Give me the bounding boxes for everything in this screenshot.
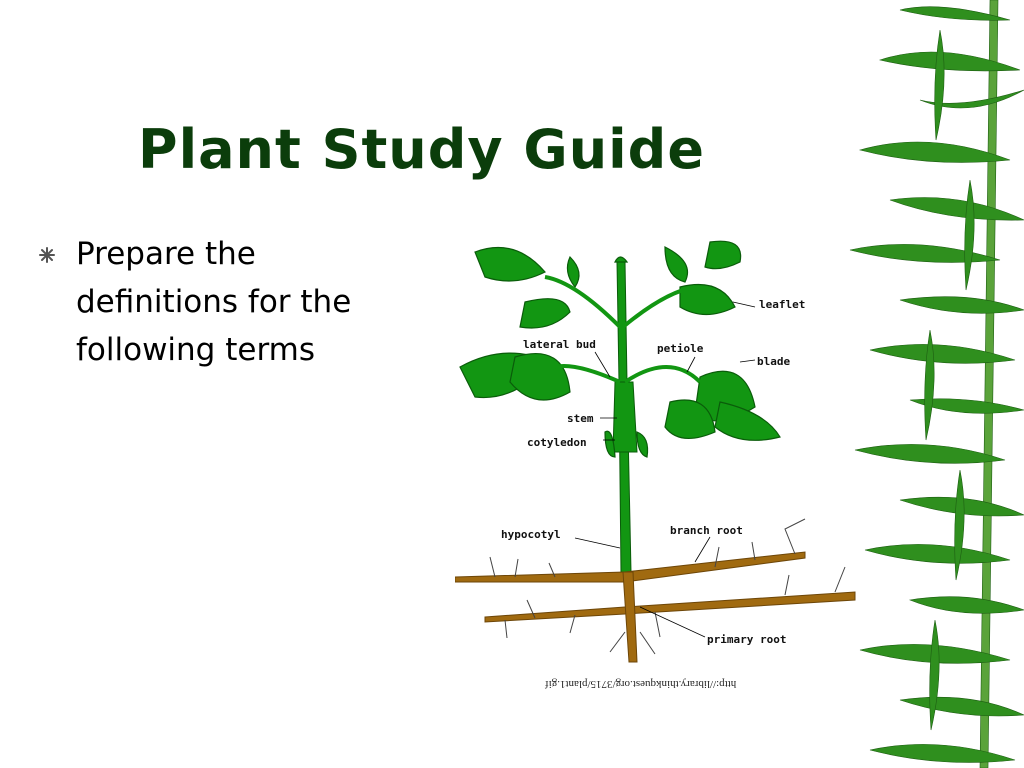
label-branch-root: branch root <box>670 524 743 537</box>
bamboo-decoration <box>840 0 1024 768</box>
plant-diagram: leaflet lateral bud petiole blade stem c… <box>455 240 856 663</box>
label-leaflet: leaflet <box>759 298 805 311</box>
label-petiole: petiole <box>657 342 704 355</box>
leaves <box>459 240 781 458</box>
asterisk-bullet-icon <box>39 247 55 263</box>
bullet-text: Prepare the definitions for the followin… <box>76 236 352 368</box>
label-blade: blade <box>757 355 790 368</box>
label-lateral-bud: lateral bud <box>523 338 596 351</box>
image-credit: http://library.thinkquest.org/3715/plant… <box>545 678 737 690</box>
label-cotyledon: cotyledon <box>527 436 587 449</box>
label-stem: stem <box>567 412 594 425</box>
label-hypocotyl: hypocotyl <box>501 528 561 541</box>
roots <box>455 551 856 663</box>
label-primary-root: primary root <box>707 633 786 646</box>
stem-shape <box>612 261 638 573</box>
slide-title: Plant Study Guide <box>138 118 705 181</box>
